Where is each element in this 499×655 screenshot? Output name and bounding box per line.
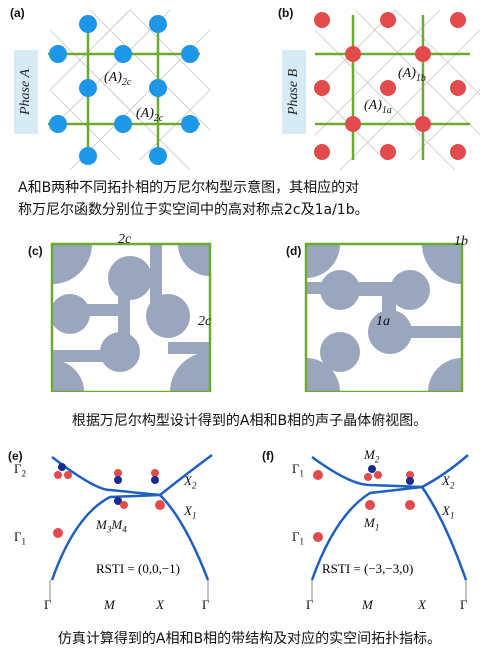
label-m3m4: M3M4 [96,517,127,535]
wannier-label-a1: (A)2c [104,70,132,88]
band-structure-b: RSTI = (−3,−3,0) [310,454,469,600]
crystal-a-tag-top: 2c [118,232,132,247]
label-m1: M1 [364,515,380,533]
tick-2: M [104,597,115,612]
crystal-b-tag-corner: 1b [454,234,468,249]
label-x2: X2 [184,473,197,491]
panel-b: (b) Phase B (A)1b (A)1a [250,0,499,170]
caption-1-line2: 称万尼尔函数分别位于实空间中的高对称点2c及1a/1b。 [18,202,369,218]
caption-1: A和B两种不同拓扑相的万尼尔构型示意图，其相应的对 称万尼尔函数分别位于实空间中… [0,177,499,221]
svg-text:RSTI = (−3,−3,0): RSTI = (−3,−3,0) [322,561,413,576]
crystal-b [304,242,464,392]
panel-c: (c) 2c 2c [0,232,240,392]
label-x1: X1 [184,503,197,521]
tick-1: Γ [44,597,52,612]
panel-b-label: (b) [278,6,294,20]
panel-d-label: (d) [286,244,302,258]
label-m2: M2 [364,447,380,465]
wannier-label-b1: (A)1b [398,66,426,84]
phase-a-lattice [48,9,211,170]
phase-b-box: Phase B [282,50,306,134]
phase-b-lattice [314,9,481,170]
panel-d: (d) 1b 1a [250,232,499,392]
crystal-b-tag-center: 1a [376,314,390,329]
label-x2-f: X2 [442,473,455,491]
tick-f-4: Γ [460,597,468,612]
panel-c-label: (c) [28,244,43,258]
phase-a-box: Phase A [14,50,38,134]
label-gamma2: Γ2 [14,461,27,479]
band-structure-a: RSTI = (0,0,−1) [49,453,213,600]
label-gamma1-bottom: Γ1 [292,529,305,547]
panel-a: (a) Phase A (A)2c (A)2c [0,0,240,170]
crystal-a [50,242,212,392]
wannier-label-a2: (A)2c [136,106,164,124]
tick-f-3: X [418,597,426,612]
svg-text:RSTI = (0,0,−1): RSTI = (0,0,−1) [96,561,180,576]
panel-e-label: (e) [8,449,23,463]
orbital-glyph-g2 [54,463,72,479]
wannier-label-b2: (A)1a [364,98,392,116]
caption-3: 仿真计算得到的A相和B相的带结构及对应的实空间拓扑指标。 [57,631,442,647]
caption-1-line1: A和B两种不同拓扑相的万尼尔构型示意图，其相应的对 [18,180,360,196]
caption-2: 根据万尼尔构型设计得到的A相和B相的声子晶体俯视图。 [71,413,428,429]
panel-f-label: (f) [262,449,274,463]
label-gamma1: Γ1 [14,529,27,547]
tick-3: X [156,597,164,612]
panel-a-label: (a) [10,6,25,20]
tick-f-2: M [362,597,373,612]
panel-e: (e) RSTI = (0,0,−1) Γ2 Γ1 X2 X1 M3M4 Γ M… [0,445,240,620]
label-x1-f: X1 [442,503,455,521]
crystal-a-tag-right: 2c [198,314,212,329]
panel-f: (f) RSTI = (−3,−3,0) Γ1 Γ1 M2 M1 X2 X1 Γ… [250,445,499,620]
tick-4: Γ [202,597,210,612]
label-gamma1-top: Γ1 [292,461,305,479]
tick-f-1: Γ [306,597,314,612]
